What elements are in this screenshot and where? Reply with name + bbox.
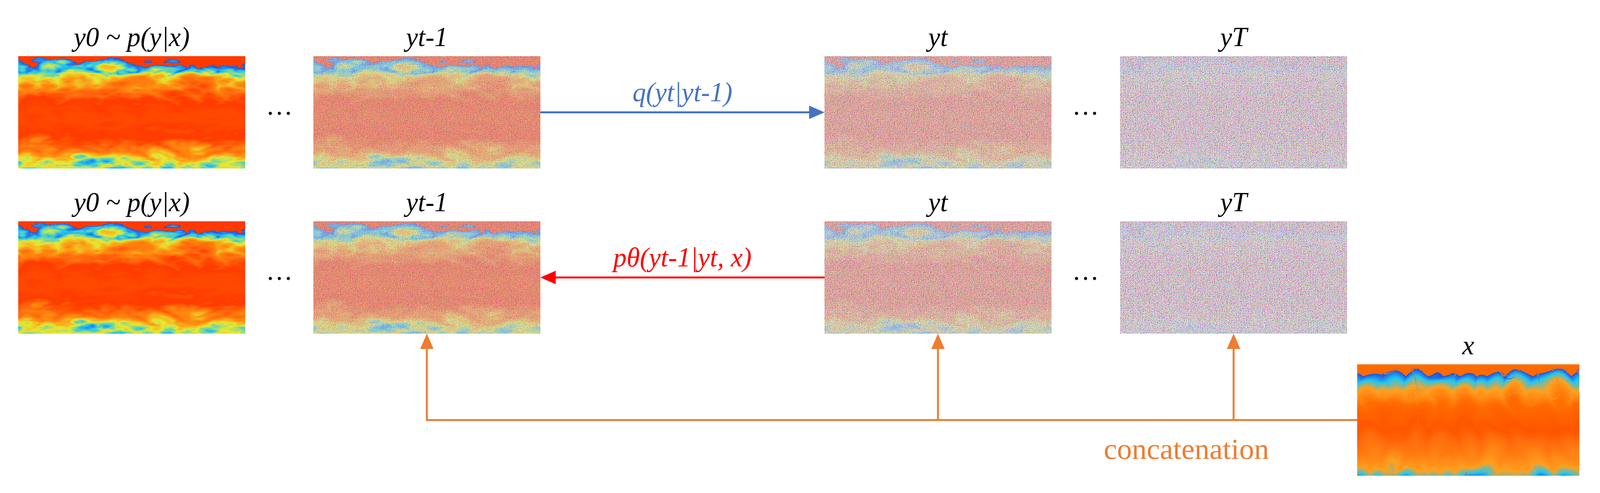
image-node: y0 ~ p(y|x) <box>18 21 246 169</box>
image-frame <box>313 56 541 169</box>
image-frame <box>313 221 541 334</box>
field-image <box>1357 364 1580 476</box>
field-image <box>313 56 541 169</box>
edge-label: pθ(yt-1|yt, x) <box>613 241 753 273</box>
field-image <box>1120 56 1348 169</box>
image-node: yt <box>824 21 1052 169</box>
image-frame <box>1357 364 1580 476</box>
arrow-connector <box>540 105 825 120</box>
image-node: yt <box>824 186 1052 334</box>
edge-label: concatenation <box>1103 431 1269 466</box>
image-title: yt <box>824 186 1052 218</box>
field-image <box>824 56 1052 169</box>
ellipsis: … <box>265 90 293 121</box>
field-image <box>313 221 541 334</box>
arrow-connector <box>420 333 1358 420</box>
image-title: yT <box>1120 21 1348 53</box>
image-node: y0 ~ p(y|x) <box>18 186 246 334</box>
image-node: yT <box>1120 21 1348 169</box>
image-title: yt-1 <box>313 186 541 218</box>
image-title: y0 ~ p(y|x) <box>18 186 246 218</box>
image-frame <box>824 221 1052 334</box>
field-image <box>1120 221 1348 334</box>
image-node: x <box>1357 329 1580 476</box>
image-node: yt-1 <box>313 186 541 334</box>
ellipsis: … <box>1072 90 1099 121</box>
image-title: x <box>1357 329 1580 361</box>
image-frame <box>1120 221 1348 334</box>
field-image <box>18 56 246 169</box>
image-title: y0 ~ p(y|x) <box>18 21 246 53</box>
image-frame <box>1120 56 1348 169</box>
ellipsis: … <box>1072 255 1099 287</box>
edge-label: q(yt|yt-1) <box>632 76 733 108</box>
ellipsis: … <box>265 255 293 287</box>
arrow-connector <box>1227 333 1358 420</box>
image-frame <box>18 56 246 169</box>
field-image <box>18 221 246 334</box>
image-node: yt-1 <box>313 21 541 169</box>
arrow-connector <box>540 270 825 285</box>
image-frame <box>824 56 1052 169</box>
image-title: yt <box>824 21 1052 53</box>
arrow-connector <box>931 333 1358 420</box>
image-frame <box>18 221 246 334</box>
image-node: yT <box>1120 186 1348 334</box>
image-title: yt-1 <box>313 21 541 53</box>
field-image <box>824 221 1052 334</box>
image-title: yT <box>1120 186 1348 218</box>
